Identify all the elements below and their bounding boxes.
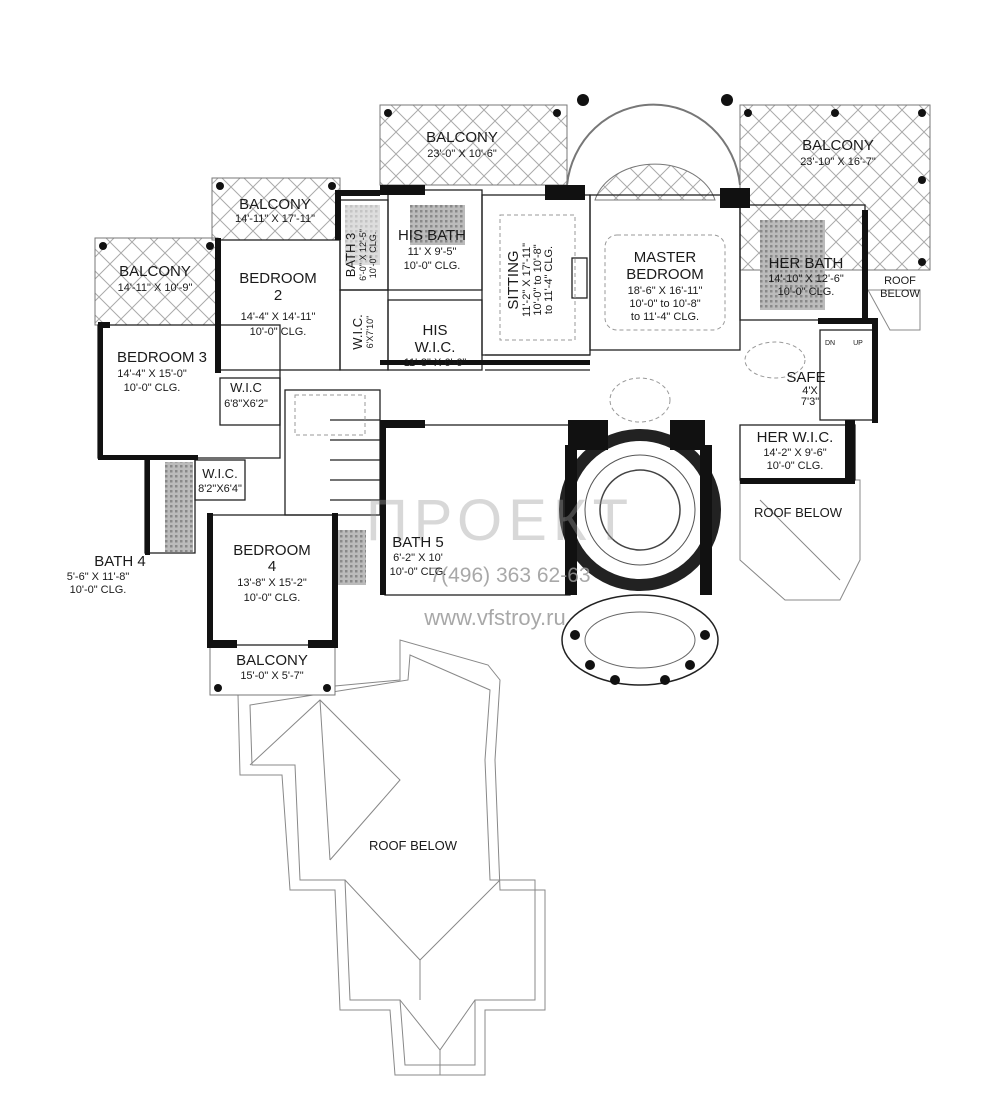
his-bath-name: HIS BATH <box>398 227 466 244</box>
balcony-top-size: 23'-0" X 10'-6" <box>427 148 497 160</box>
master-clg2: to 11'-4" CLG. <box>631 311 699 323</box>
watermark-logo: ПРОЕКТ <box>366 488 634 553</box>
her-wic-size: 14'-2" X 9'-6" <box>763 447 826 459</box>
master-name2: BEDROOM <box>626 266 704 283</box>
bath4-clg: 10'-0" CLG. <box>70 584 127 596</box>
sitting-size: 11'-2" X 17'-11" <box>521 243 533 317</box>
balcony-right-name: BALCONY <box>802 137 874 154</box>
balcony-bed2-size: 14'-11" X 17'-11" <box>235 213 315 225</box>
bath3-clg: 10'-0" CLG. <box>368 232 378 278</box>
sitting-clg: 10'-0" to 10'-8" <box>532 244 544 315</box>
balcony-bed4-size: 15'-0" X 5'-7" <box>240 670 303 682</box>
wic-bed2-name: W.I.C. <box>350 314 365 349</box>
bath5-size: 6'-2" X 10' <box>393 552 443 564</box>
bedroom4-size: 13'-8" X 15'-2" <box>237 577 307 589</box>
exterior-walls <box>98 185 878 648</box>
her-bath-size: 14'-10" X 12'-6" <box>768 273 844 285</box>
bedroom3-clg: 10'-0" CLG. <box>124 382 181 394</box>
bath3-name: BATH 3 <box>343 233 358 278</box>
bath4-size: 5'-6" X 11'-8" <box>67 571 130 583</box>
wic-bed3-size: 6'8"X6'2" <box>224 398 268 410</box>
balcony-bed2-name: BALCONY <box>239 196 311 213</box>
bath5-name: BATH 5 <box>392 534 443 551</box>
balcony-top-name: BALCONY <box>426 129 498 146</box>
her-wic-clg: 10'-0" CLG. <box>767 460 824 472</box>
his-wic-name: HIS <box>422 322 447 339</box>
his-wic-name2: W.I.C. <box>415 339 456 356</box>
tiled-floors <box>165 205 825 585</box>
bedroom4-num: 4 <box>268 558 276 575</box>
roof-below-right-1: ROOF <box>884 275 916 287</box>
bedroom4-clg: 10'-0" CLG. <box>244 592 301 604</box>
roof-below-right-2: BELOW <box>880 288 920 300</box>
safe-size: 4'X <box>802 385 818 397</box>
sitting-clg2: to 11'-4" CLG. <box>543 246 555 314</box>
master-size: 18'-6" X 16'-11" <box>628 285 703 297</box>
bedroom3-size: 14'-4" X 15'-0" <box>117 368 187 380</box>
roof-outline <box>237 289 921 1076</box>
stair-dn-label: DN <box>825 340 835 347</box>
balcony-bed4-name: BALCONY <box>236 652 308 669</box>
rotunda-stair <box>559 429 721 686</box>
wic-bed4-size: 8'2"X6'4" <box>198 483 242 495</box>
bath5-clg: 10'-0" CLG. <box>390 566 447 578</box>
bedroom2-size: 14'-4" X 14'-11" <box>241 311 316 323</box>
safe-name: SAFE <box>786 369 825 386</box>
bedroom2-clg: 10'-0" CLG. <box>250 326 307 338</box>
her-wic-name: HER W.I.C. <box>757 429 834 446</box>
master-name: MASTER <box>634 249 697 266</box>
her-bath-clg: 10'-0" CLG. <box>778 286 835 298</box>
room-labels: BALCONY 23'-0" X 10'-6" BALCONY 23'-10" … <box>67 129 921 853</box>
his-bath-size: 11' X 9'-5" <box>408 246 457 258</box>
watermark-url: www.vfstroy.ru <box>423 605 565 630</box>
wic-bed4-name: W.I.C. <box>202 466 237 481</box>
bedroom2-num: 2 <box>274 287 282 304</box>
roof-below-mid: ROOF BELOW <box>754 505 843 520</box>
bath4-name: BATH 4 <box>94 553 145 570</box>
bedroom2-name: BEDROOM <box>239 270 317 287</box>
ceiling-outlines <box>294 214 806 436</box>
master-clg: 10'-0" to 10'-8" <box>629 298 700 310</box>
sitting-name: SITTING <box>505 250 522 309</box>
her-bath-name: HER BATH <box>769 255 844 272</box>
watermark: ПРОЕКТ 7(496) 363 62-63 www.vfstroy.ru <box>366 488 634 630</box>
balcony-bed3-size: 14'-11" X 10'-9" <box>118 282 193 294</box>
bath3-size: 6'-0" X 12'-5" <box>358 229 368 281</box>
stair-up-label: UP <box>853 340 863 347</box>
safe-size2: 7'3" <box>801 396 819 408</box>
his-wic-size: 11'-8" X 6'-6" <box>404 357 467 369</box>
balcony-bed3-name: BALCONY <box>119 263 191 280</box>
roof-below-bottom: ROOF BELOW <box>369 838 458 853</box>
balcony-right-size: 23'-10" X 16'-7" <box>800 156 876 168</box>
his-bath-clg: 10'-0" CLG. <box>404 260 461 272</box>
watermark-phone: 7(496) 363 62-63 <box>429 564 590 587</box>
bedroom3-name: BEDROOM 3 <box>117 349 207 366</box>
wic-bed2-size: 6'X7'10" <box>365 316 375 349</box>
bedroom4-name: BEDROOM <box>233 542 311 559</box>
wic-bed3-name: W.I.C <box>230 380 262 395</box>
